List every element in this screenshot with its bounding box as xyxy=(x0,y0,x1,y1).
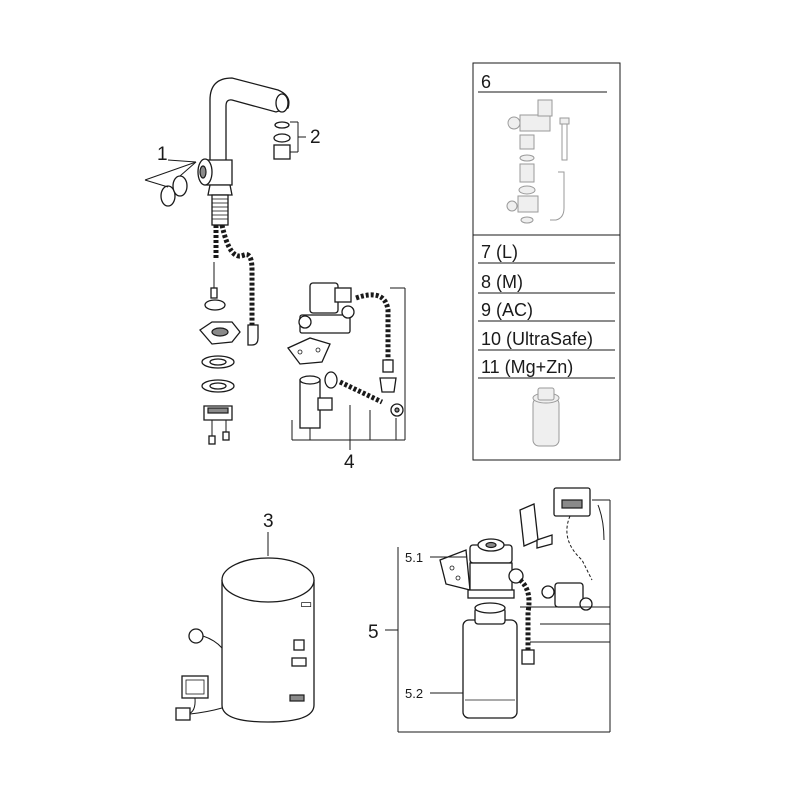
panel-row-11: 11 (Mg+Zn) xyxy=(481,357,573,377)
callout-5-1: 5.1 xyxy=(405,550,423,565)
callout-6: 6 xyxy=(481,72,491,92)
cartridge-panel xyxy=(472,62,621,461)
panel-row-7: 7 (L) xyxy=(481,242,518,262)
boiler-tank: ▭ xyxy=(175,532,315,723)
panel-row-8: 8 (M) xyxy=(481,272,523,292)
filter-set xyxy=(385,487,611,733)
callout-5: 5 xyxy=(368,622,379,643)
faucet-assembly xyxy=(144,77,306,445)
callout-1: 1 xyxy=(157,144,168,165)
panel-row-9: 9 (AC) xyxy=(481,300,533,320)
callout-4: 4 xyxy=(344,452,355,473)
callout-5-2: 5.2 xyxy=(405,686,423,701)
callout-3: 3 xyxy=(263,511,274,532)
valve-assembly xyxy=(286,282,406,450)
svg-text:▭: ▭ xyxy=(300,596,312,611)
panel-row-10: 10 (UltraSafe) xyxy=(481,329,593,349)
callout-2: 2 xyxy=(310,127,321,148)
